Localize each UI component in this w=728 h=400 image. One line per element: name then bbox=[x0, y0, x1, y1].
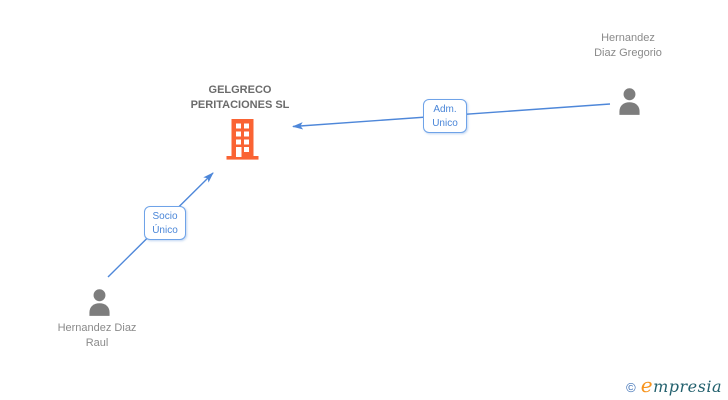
building-icon[interactable] bbox=[226, 119, 259, 160]
empresia-logo[interactable]: © empresia bbox=[626, 373, 722, 397]
person-icon-gregorio[interactable] bbox=[614, 86, 645, 118]
person-name-gregorio: Hernandez Diaz Gregorio bbox=[594, 32, 662, 59]
relation-label-socio-unico[interactable]: Socio Único bbox=[144, 206, 186, 240]
person-name-raul: Hernandez Diaz Raul bbox=[57, 322, 137, 349]
company-name: GELGRECO PERITACIONES SL bbox=[190, 84, 290, 111]
empresia-initial: e bbox=[640, 373, 654, 397]
empresia-wordmark: empresia bbox=[641, 373, 722, 397]
person-icon-raul[interactable] bbox=[84, 287, 115, 319]
copyright-icon: © bbox=[626, 380, 636, 395]
empresia-rest: mpresia bbox=[653, 377, 722, 396]
relation-label-adm-unico[interactable]: Adm. Unico bbox=[423, 99, 467, 133]
